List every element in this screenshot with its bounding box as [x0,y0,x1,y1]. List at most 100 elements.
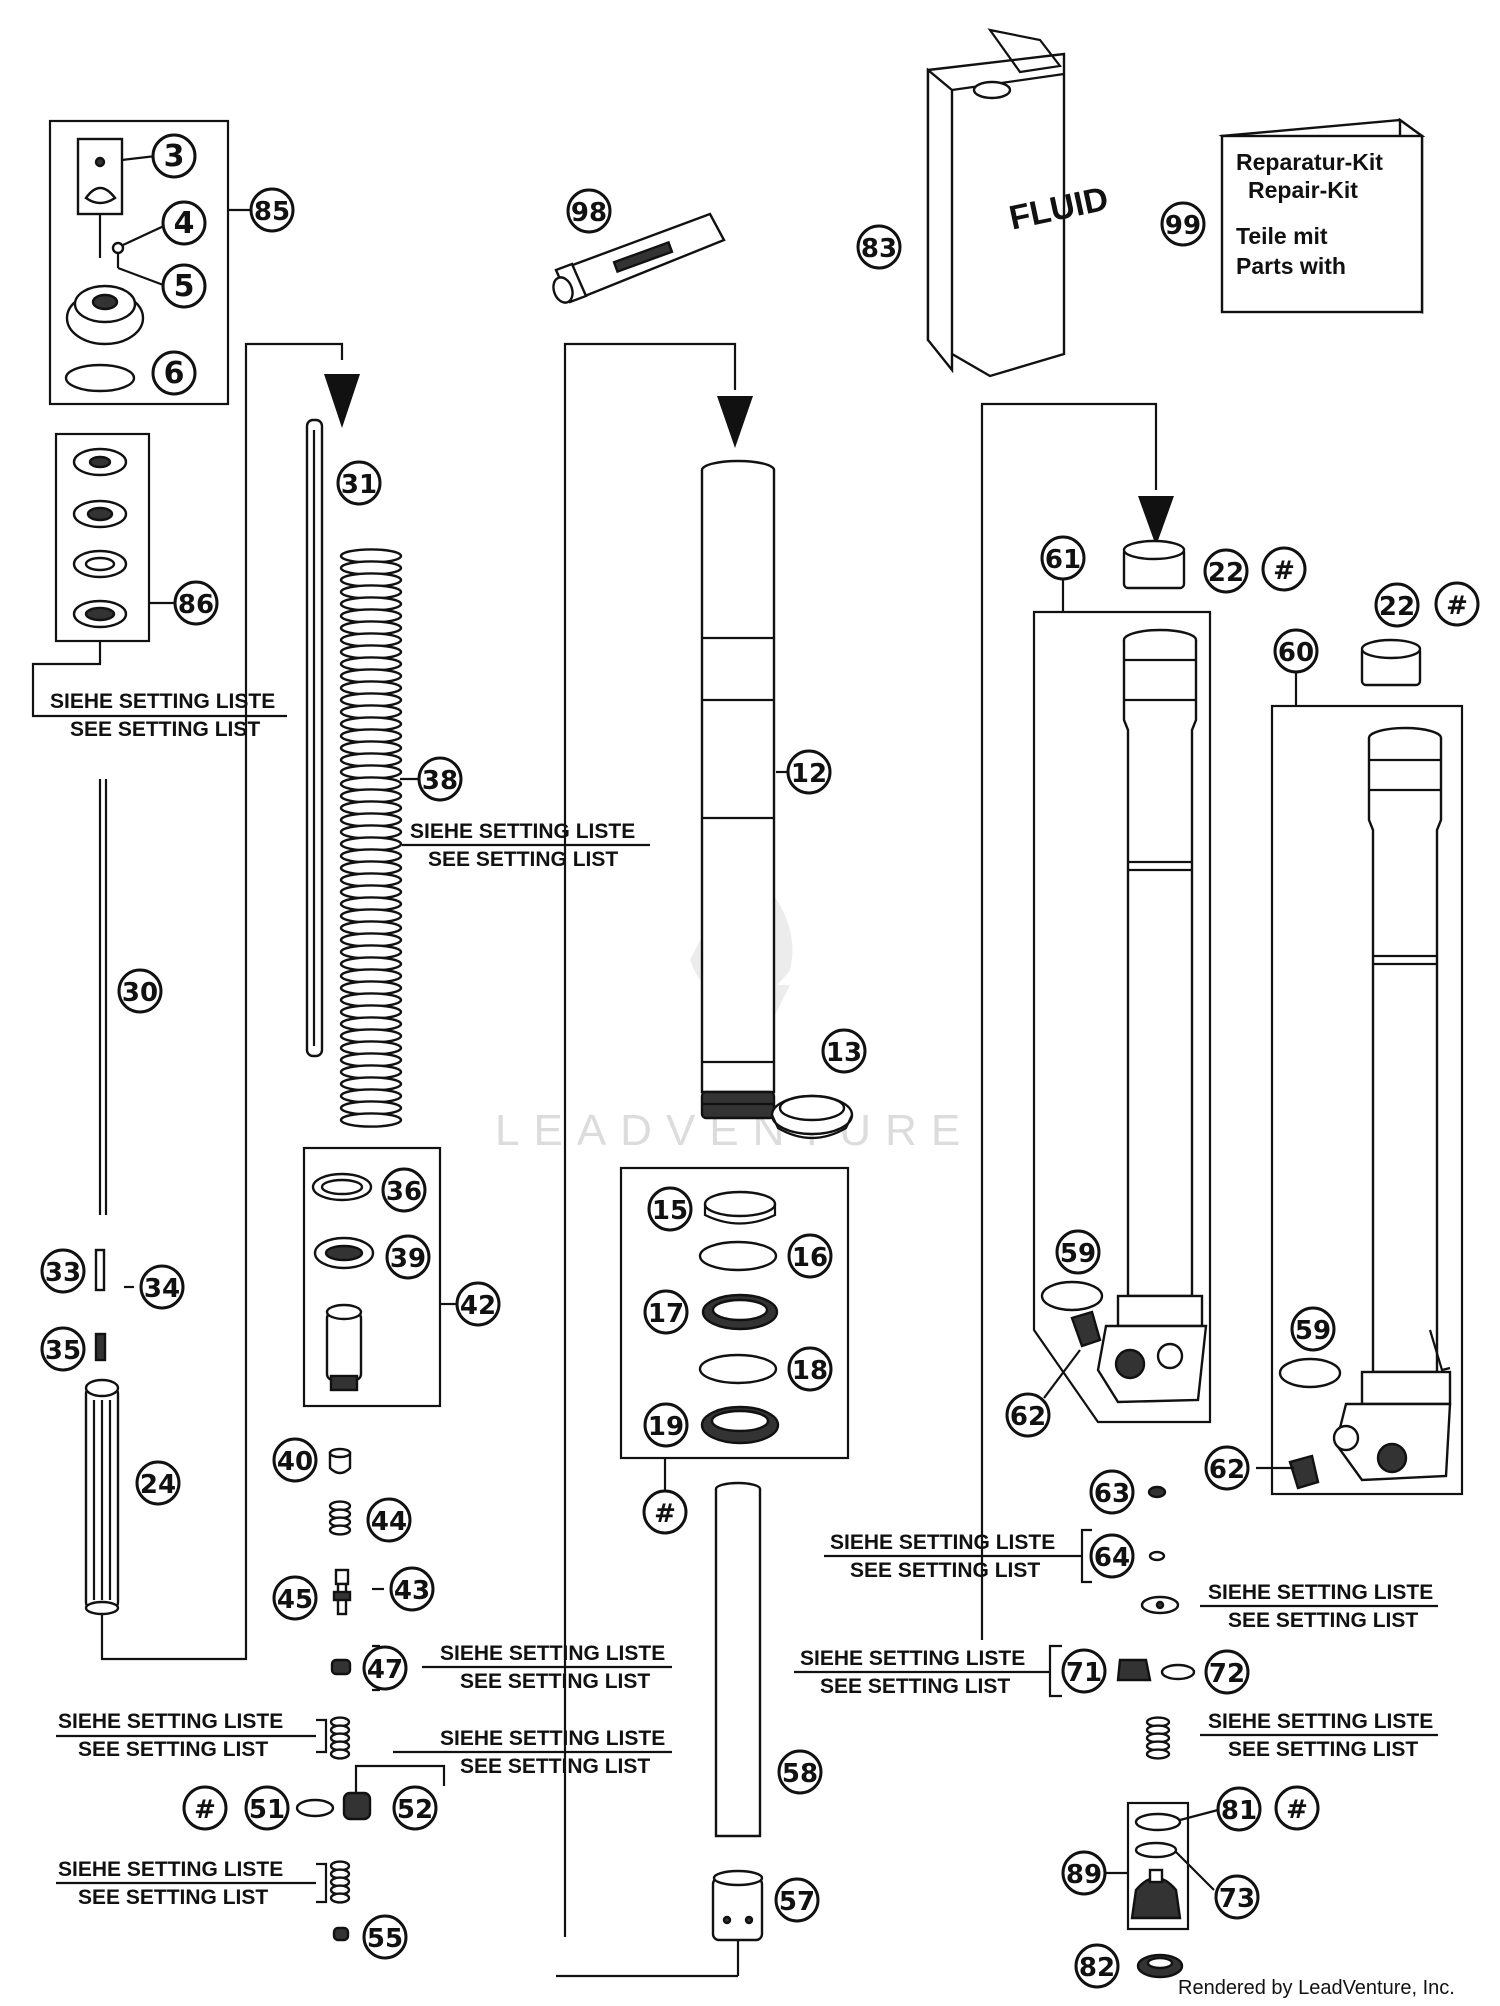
hash-symbol: # [1446,591,1468,621]
leg-61-box [1032,610,1212,1424]
hash-symbol: # [194,1795,216,1825]
callout-number: 31 [341,470,377,500]
setting-note: SIEHE SETTING LISTE SEE SETTING LIST [50,690,275,741]
spring-coil [339,1112,403,1128]
callout-31: 31 [336,460,382,506]
spring-coil [329,1892,351,1904]
callout-15: 15 [647,1186,693,1232]
callout-number: 40 [277,1447,313,1477]
callout-number: 43 [394,1576,430,1606]
kit-42-box [302,1146,442,1408]
callout-51: 51 [244,1785,290,1831]
note-de: SIEHE SETTING LISTE [58,1710,283,1733]
callout-number: 33 [45,1258,81,1288]
callout-number: 98 [571,198,607,228]
callout-64: 64 [1089,1533,1135,1579]
callout-number: 59 [1295,1316,1331,1346]
callout-86: 86 [173,580,219,626]
callout-62: 62 [1204,1445,1250,1491]
callout-number: 15 [652,1196,688,1226]
hash-mark: # [182,1785,228,1831]
setting-note: SIEHE SETTING LISTE SEE SETTING LIST [58,1710,283,1761]
callout-42: 42 [455,1281,501,1327]
setting-note: SIEHE SETTING LISTE SEE SETTING LIST [440,1727,665,1778]
credit-text: Rendered by LeadVenture, Inc. [1178,1977,1455,1999]
callout-number: 13 [826,1038,862,1068]
callout-39: 39 [385,1234,431,1280]
spring-coil [329,1748,351,1760]
callout-72: 72 [1204,1649,1250,1695]
callout-36: 36 [381,1167,427,1213]
callout-number: 55 [367,1924,403,1954]
kit-line-4: Parts with [1236,253,1346,279]
spring-coil [1145,1748,1171,1760]
setting-notes: SIEHE SETTING LISTE SEE SETTING LIST SIEHE… [50,690,1433,1909]
callout-number: 42 [460,1291,496,1321]
callout-number: 83 [861,234,897,264]
callout-40: 40 [272,1437,318,1483]
spring-coil [328,1524,352,1536]
callout-number: 71 [1066,1658,1102,1688]
note-de: SIEHE SETTING LISTE [440,1642,665,1665]
callout-85: 85 [249,187,295,233]
callout-number: 22 [1379,592,1415,622]
callout-number: 62 [1010,1402,1046,1432]
note-de: SIEHE SETTING LISTE [1208,1710,1433,1733]
note-de: SIEHE SETTING LISTE [50,690,275,713]
callout-43: 43 [389,1566,435,1612]
kit-line-3: Teile mit [1236,223,1328,249]
callout-number: 16 [792,1243,828,1273]
callout-number: 12 [791,759,827,789]
note-en: SEE SETTING LIST [460,1755,650,1778]
callout-4: 4 [161,200,207,246]
callout-59: 59 [1290,1306,1336,1352]
note-en: SEE SETTING LIST [78,1738,268,1761]
inner-tube-60 [1332,726,1452,1482]
callout-12: 12 [786,749,832,795]
kit-89-box [1126,1801,1190,1931]
callout-83: 83 [856,224,902,270]
note-de: SIEHE SETTING LISTE [440,1727,665,1750]
callout-number: 72 [1209,1659,1245,1689]
callout-number: 18 [792,1356,828,1386]
callout-33: 33 [40,1248,86,1294]
note-en: SEE SETTING LIST [1228,1738,1418,1761]
note-de: SIEHE SETTING LISTE [1208,1581,1433,1604]
callout-55: 55 [362,1914,408,1960]
callout-60: 60 [1273,628,1319,674]
hash-symbol: # [1273,556,1295,586]
callout-52: 52 [392,1785,438,1831]
note-en: SEE SETTING LIST [70,718,260,741]
callout-number: 44 [371,1507,407,1537]
callout-number: 57 [779,1887,815,1917]
note-de: SIEHE SETTING LISTE [58,1858,283,1881]
note-en: SEE SETTING LIST [850,1559,1040,1582]
note-en: SEE SETTING LIST [460,1670,650,1693]
spring-38 [339,548,403,1128]
callout-44: 44 [366,1497,412,1543]
callout-61: 61 [1040,535,1086,581]
callout-35: 35 [40,1326,86,1372]
callout-98: 98 [566,188,612,234]
callout-59: 59 [1055,1229,1101,1275]
callout-number: 6 [164,356,185,391]
callout-38: 38 [417,756,463,802]
callout-19: 19 [643,1402,689,1448]
callout-5: 5 [161,263,207,309]
callout-number: 35 [45,1336,81,1366]
callout-73: 73 [1214,1874,1260,1920]
kit-line-2: Repair-Kit [1248,177,1358,203]
callout-number: 22 [1208,558,1244,588]
note-de: SIEHE SETTING LISTE [830,1531,1055,1554]
callout-number: 85 [254,197,290,227]
callout-30: 30 [117,968,163,1014]
callout-number: 45 [277,1585,313,1615]
callout-45: 45 [272,1575,318,1621]
repair-kit-box-99: Reparatur-Kit Repair-Kit Teile mit Parts… [1218,117,1426,315]
callout-number: 89 [1066,1860,1102,1890]
callout-6: 6 [151,350,197,396]
note-en: SEE SETTING LIST [428,848,618,871]
callout-number: 3 [164,139,185,174]
